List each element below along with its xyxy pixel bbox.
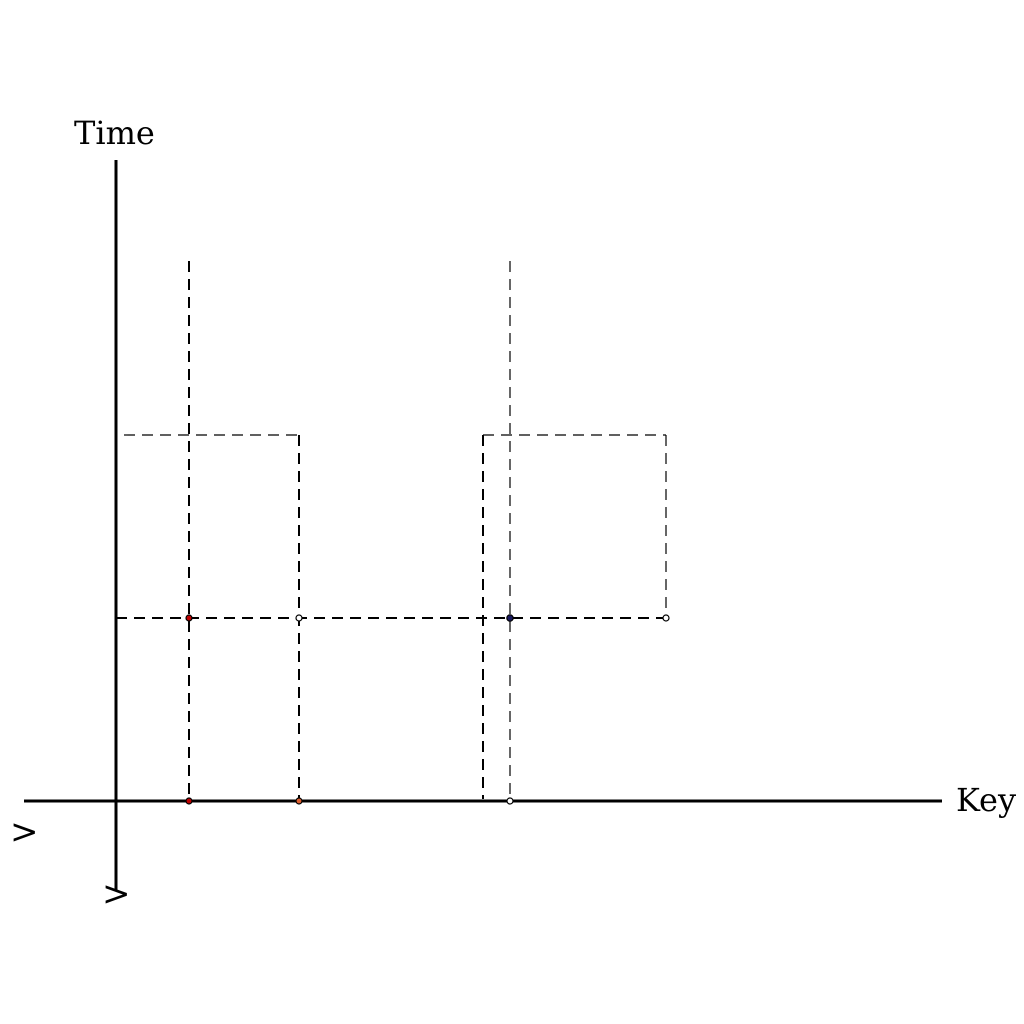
- x-axis-label: Key: [956, 781, 1016, 819]
- y-axis-arrow-glyph: >: [102, 874, 131, 914]
- point-box-mid: [295, 614, 303, 622]
- point-right-axis: [506, 797, 514, 805]
- point-left-axis: [185, 797, 193, 805]
- point-right-mid: [506, 614, 514, 622]
- point-box-axis: [295, 797, 303, 805]
- y-axis-label: Time: [74, 114, 155, 152]
- point-far-right-mid: [662, 614, 670, 622]
- x-axis-arrow-glyph: >: [10, 812, 39, 852]
- point-left-mid: [185, 614, 193, 622]
- points: [185, 614, 670, 805]
- dashed-lines: [116, 261, 667, 801]
